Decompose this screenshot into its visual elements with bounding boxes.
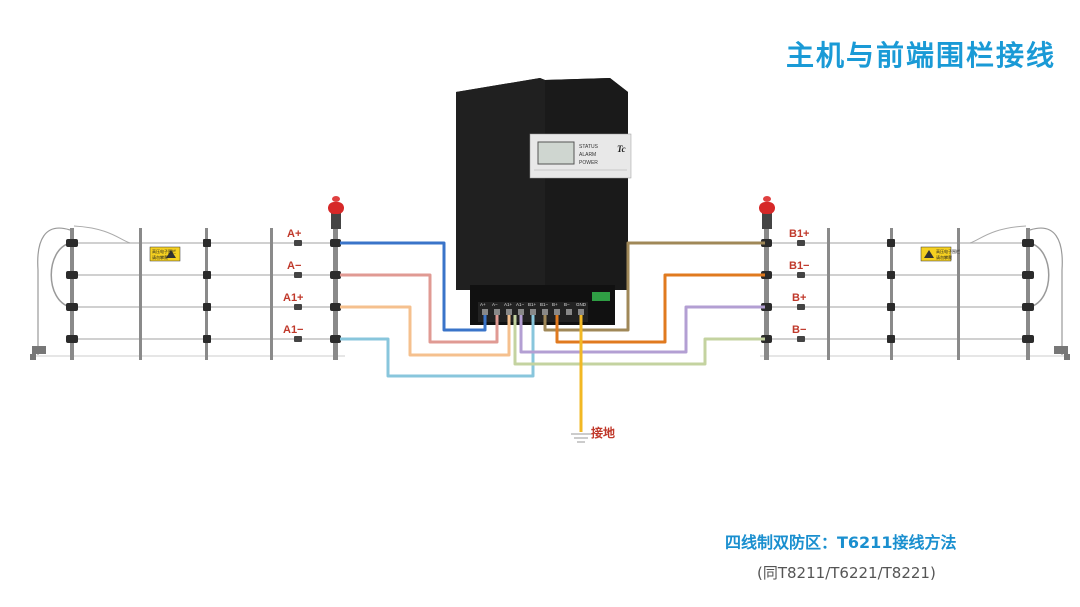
terminal-block: A+ A− A1+ A1− B1+ B1− B+ B− GND (478, 302, 588, 322)
wires (340, 241, 765, 432)
device-terminal-b1-plus: B1+ (528, 302, 537, 307)
warning-triangle-icon (166, 250, 176, 258)
device-terminal-b1-minus: B1− (540, 302, 549, 307)
right-fence: 高压电子围栏 请勿攀爬 B1+ B1− B+ B− (759, 196, 1070, 360)
wire-b-minus (513, 315, 765, 366)
warning-sign-text-1: 高压电子围栏 (936, 248, 960, 254)
device-terminal-gnd: GND (576, 302, 587, 307)
terminal-label-a1-minus: A1− (283, 324, 304, 336)
alarm-beacon-right-icon (759, 196, 775, 229)
warning-sign-text-2: 请勿攀爬 (936, 254, 952, 260)
left-fence: 高压电子围栏 请勿攀爬 A+ A− A1+ A1− (30, 196, 345, 360)
terminal-label-a-minus: A− (287, 260, 301, 272)
device-terminal-a1-minus: A1− (516, 302, 525, 307)
page-title: 主机与前端围栏接线 (785, 39, 1056, 72)
ground-terminal-icon (30, 346, 46, 360)
terminal-label-b1-minus: B1− (789, 260, 810, 272)
warning-sign-text-2: 请勿攀爬 (152, 254, 168, 260)
ground-symbol-icon (571, 433, 591, 443)
alarm-beacon-left-icon (328, 196, 344, 229)
panel-label-power: POWER (579, 160, 598, 166)
device-terminal-b-minus: B− (564, 302, 570, 307)
wire-b1-plus (543, 241, 765, 332)
panel-label-alarm: ALARM (579, 152, 596, 158)
wire-a1-plus (340, 305, 511, 357)
warning-sign-right: 高压电子围栏 请勿攀爬 (920, 246, 960, 262)
wire-a1-minus (340, 315, 535, 378)
terminal-label-b-minus: B− (792, 324, 806, 336)
caption-sub: (同T8211/T6221/T8221) (757, 564, 936, 582)
terminal-label-b1-plus: B1+ (789, 228, 810, 240)
caption-main: 四线制双防区：T6211接线方法 (725, 533, 957, 552)
warning-sign-left: 高压电子围栏 请勿攀爬 (149, 246, 181, 262)
terminal-label-a-plus: A+ (287, 228, 301, 240)
control-panel: STATUS ALARM POWER Tc (529, 133, 632, 179)
warning-sign-text-1: 高压电子围栏 (152, 248, 176, 254)
terminal-label-b-plus: B+ (792, 292, 806, 304)
panel-label-status: STATUS (579, 144, 599, 150)
wire-a-plus (340, 241, 487, 332)
wire-a-minus (340, 273, 499, 344)
device-terminal-a-minus: A− (492, 302, 498, 307)
wire-b-plus (519, 305, 765, 354)
device-terminal-a1-plus: A1+ (504, 302, 513, 307)
device-terminal-b-plus: B+ (552, 302, 558, 307)
device-terminal-a-plus: A+ (480, 302, 486, 307)
green-connector (592, 292, 610, 301)
wire-b1-minus (555, 273, 765, 344)
host-device: STATUS ALARM POWER Tc (456, 78, 632, 325)
lcd-display (537, 141, 575, 165)
brand-logo: Tc (617, 144, 626, 154)
warning-triangle-icon (924, 250, 934, 258)
ground-label: 接地 (591, 425, 615, 440)
ground-terminal-icon (1054, 346, 1070, 360)
terminal-label-a1-plus: A1+ (283, 292, 304, 304)
